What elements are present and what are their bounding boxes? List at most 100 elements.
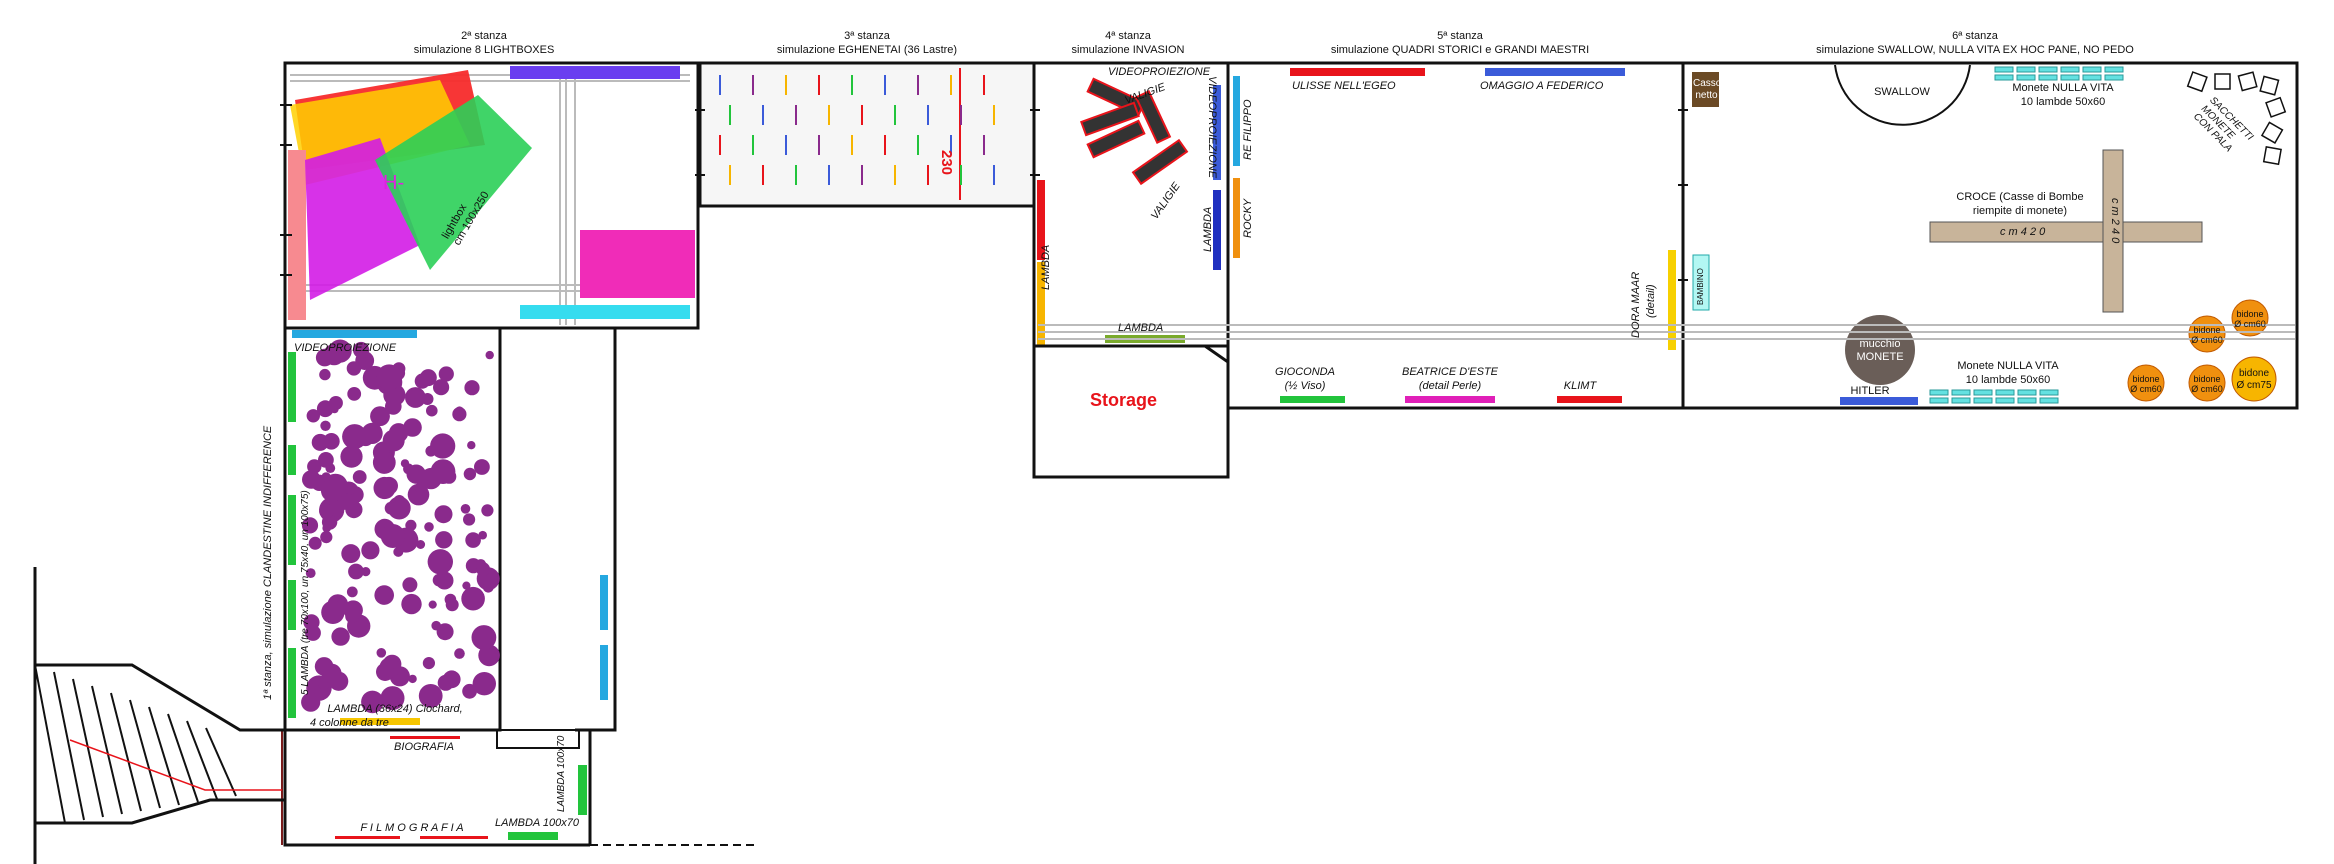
storage-label: Storage — [1090, 390, 1158, 410]
purple-dot — [329, 671, 349, 691]
eghenetai-slabs — [719, 75, 995, 185]
corridor-tracks — [1038, 324, 2295, 340]
biografia-label: BIOGRAFIA — [394, 741, 454, 753]
stair-step — [53, 671, 85, 821]
purple-dot — [418, 684, 443, 708]
purple-dot — [320, 420, 331, 431]
room-3 — [698, 61, 1036, 208]
filmografia-label: F I L M O G R A F I A — [360, 822, 464, 834]
monete-top-sub: 10 lambde 50x60 — [2020, 96, 2106, 108]
coin-frame — [2038, 74, 2058, 81]
purple-dot — [373, 476, 396, 500]
purple-dot — [424, 522, 434, 532]
hitler-label: HITLER — [1850, 385, 1890, 397]
purple-dot — [365, 355, 374, 365]
purple-dot — [416, 540, 426, 549]
purple-dot — [435, 531, 453, 549]
purple-dot — [385, 398, 402, 415]
omaggio-label: OMAGGIO A FEDERICO — [1480, 80, 1604, 92]
purple-dot — [437, 674, 454, 691]
staircase — [33, 567, 285, 864]
purple-dot — [401, 593, 422, 615]
purple-dot — [319, 368, 331, 381]
lightbox-pink-big — [580, 230, 695, 298]
clochard-label-2: 4 colonne da tre — [310, 717, 389, 729]
purple-dot — [431, 620, 442, 631]
purple-dot — [474, 459, 490, 475]
room-6-subtitle: simulazione SWALLOW, NULLA VITA EX HOC P… — [1816, 44, 2134, 56]
purple-dot — [464, 380, 480, 396]
purple-dot — [405, 387, 426, 408]
coin-frame — [2016, 66, 2036, 73]
purple-dot — [482, 581, 494, 593]
room-2-h-label: H- — [383, 172, 405, 194]
clochard-label: LAMBDA (36x24) Clochard, — [327, 703, 463, 715]
purple-dot — [343, 451, 359, 466]
room-2-subtitle: simulazione 8 LIGHTBOXES — [413, 44, 555, 56]
purple-dot — [342, 424, 368, 450]
purple-dot — [321, 600, 345, 624]
coin-frame — [1951, 397, 1971, 404]
purple-dot — [400, 459, 410, 468]
purple-dot — [426, 404, 438, 417]
coin-frame — [2017, 397, 2037, 404]
purple-dot — [380, 686, 405, 711]
bambino-label: BAMBINO — [1696, 268, 1705, 305]
room-4-title: 4ª stanza — [1105, 30, 1151, 42]
coin-frame — [2017, 389, 2037, 396]
purple-dot — [438, 366, 454, 382]
purple-dot — [433, 379, 450, 396]
purple-dot — [471, 625, 497, 650]
coin-frame — [2082, 74, 2102, 81]
purple-dot — [406, 464, 426, 484]
coin-frame — [1973, 397, 1993, 404]
lambda-100x70-vertical: LAMBDA 100x70 — [556, 735, 567, 812]
room-1-lambda5: 5 LAMBDA (tre 70x100, un 75x40, un 100x7… — [300, 490, 311, 695]
purple-dot — [432, 573, 446, 587]
purple-dot — [430, 433, 456, 459]
purple-dot — [467, 441, 476, 450]
purple-dot — [461, 586, 485, 611]
ulisse-label: ULISSE NELL'EGEO — [1292, 80, 1396, 92]
purple-dot — [414, 373, 430, 389]
stair-step — [72, 678, 104, 818]
stair-step — [167, 713, 199, 803]
lightbox-violet — [510, 66, 680, 79]
purple-dot — [328, 396, 343, 410]
purple-dot — [390, 500, 409, 519]
purple-dot — [301, 692, 321, 712]
room-4-lambda-left: LAMBDA — [1040, 244, 1052, 290]
coin-frame — [2104, 74, 2124, 81]
purple-dot — [428, 600, 437, 609]
room-1-title: 1ª stanza, simulazione CLANDESTINE INDIF… — [262, 425, 274, 700]
purple-dot — [460, 504, 471, 514]
purple-dot — [478, 644, 500, 667]
coin-frame — [2039, 389, 2059, 396]
room-4-videoproiezione: VIDEOPROIEZIONE — [1108, 66, 1211, 78]
purple-dot — [305, 568, 316, 578]
purple-dot — [305, 625, 321, 641]
purple-dot — [345, 486, 355, 495]
purple-dot — [376, 662, 395, 682]
purple-dot — [408, 674, 417, 684]
purple-dot — [462, 581, 471, 590]
room-1 — [283, 326, 502, 739]
purple-dot — [346, 361, 362, 376]
stair-step — [91, 685, 123, 815]
dora-maar-label: DORA MAAR — [1630, 271, 1642, 338]
purple-dot — [376, 364, 403, 391]
purple-dot — [306, 409, 320, 423]
purple-dot — [402, 577, 418, 593]
reception-room — [496, 326, 617, 749]
purple-dot — [434, 505, 453, 524]
coin-frame — [2104, 66, 2124, 73]
room-4-videoproiezione-vertical: VIDEOPROIEZIONE — [1206, 76, 1218, 179]
coin-frame — [2039, 397, 2059, 404]
re-filippo-label: RE FILIPPO — [1242, 99, 1254, 160]
gioconda-sub: (½ Viso) — [1284, 380, 1326, 392]
coin-frame — [1994, 74, 2014, 81]
purple-dot — [382, 429, 405, 452]
bidone-2-label: bidone Ø cm60 — [2234, 309, 2266, 330]
purple-dot — [361, 541, 380, 560]
